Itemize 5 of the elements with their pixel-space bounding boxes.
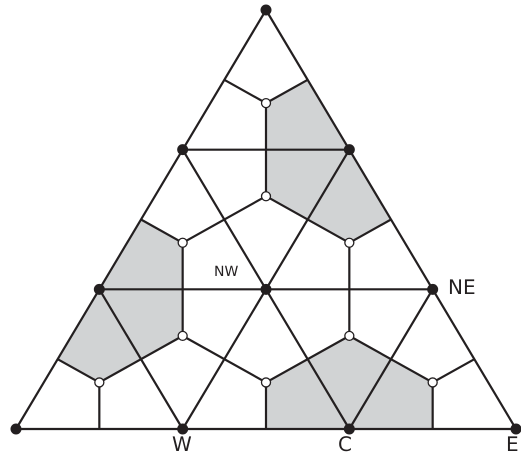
point-label: E bbox=[506, 434, 519, 454]
point-label: C bbox=[338, 434, 352, 454]
point-label: NW bbox=[214, 265, 238, 279]
point-label: W bbox=[172, 434, 192, 454]
point-label: NE bbox=[448, 277, 476, 297]
